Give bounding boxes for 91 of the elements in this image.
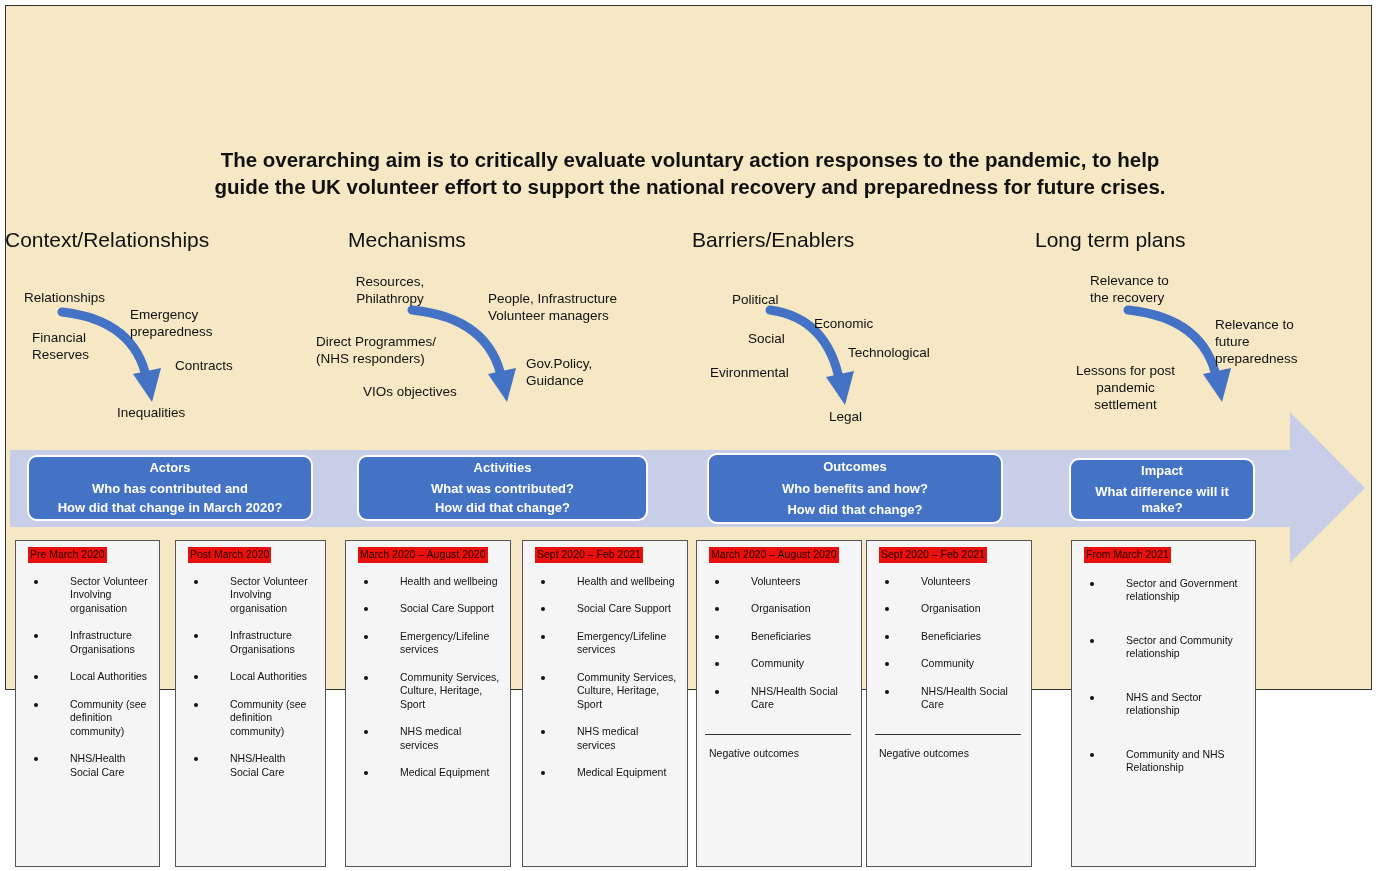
bullet-item: Emergency/Lifeline services <box>358 629 500 657</box>
bullet-item: NHS medical services <box>535 725 677 752</box>
date-tag: From March 2021 <box>1084 547 1171 563</box>
stage-heading: Impact <box>1140 463 1184 480</box>
bullet-item: Social Care Support <box>358 602 500 616</box>
note-text: Negative outcomes <box>879 746 970 760</box>
bullet-item: Local Authorities <box>28 670 149 684</box>
bullet-item: Organisation <box>709 602 851 616</box>
stage-box <box>27 455 313 521</box>
factor-label: Contracts <box>175 357 233 374</box>
bullet-item: Community <box>879 657 1021 671</box>
stage-question: What was contributed? <box>430 481 575 497</box>
factor-label: Emergency preparedness <box>130 306 214 340</box>
note-text: Negative outcomes <box>709 746 800 760</box>
column-heading: Long term plans <box>1035 228 1186 252</box>
stage-box <box>357 455 648 521</box>
stage-box <box>707 453 1003 524</box>
date-tag: Sept 2020 – Feb 2021 <box>879 547 987 563</box>
date-tag: Sept 2020 – Feb 2021 <box>535 547 643 563</box>
bullet-item: NHS/Health Social Care <box>28 752 149 779</box>
bullet-item: Beneficiaries <box>879 629 1021 643</box>
bullet-item: NHS/Health Social Care <box>188 752 315 779</box>
bullet-item: Local Authorities <box>188 670 315 684</box>
column-heading: Mechanisms <box>348 228 466 252</box>
bullet-item: Infrastructure Organisations <box>188 629 315 656</box>
factor-label: Financial Reserves <box>32 329 91 363</box>
factor-label: Social <box>748 330 785 347</box>
list-card <box>15 540 160 867</box>
list-card <box>345 540 511 867</box>
date-tag: Pre March 2020 <box>28 547 107 563</box>
date-tag: Post March 2020 <box>188 547 272 563</box>
list-card <box>696 540 862 867</box>
factor-label: VIOs objectives <box>363 383 457 400</box>
factor-label: Evironmental <box>710 364 789 381</box>
bullet-item: NHS medical services <box>358 725 500 752</box>
bullet-item: NHS/Health Social Care <box>879 684 1021 712</box>
bullet-item: Community and NHS Relationship <box>1084 747 1245 775</box>
bullet-item: Emergency/Lifeline services <box>535 629 677 657</box>
stage-heading: Actors <box>148 460 192 477</box>
factor-label: Legal <box>829 408 863 425</box>
bullet-item: Community (see definition community) <box>28 697 149 738</box>
stage-question: Who has contributed and <box>91 481 249 497</box>
bullet-item: Health and wellbeing <box>358 574 500 588</box>
date-tag: March 2020 – August 2020 <box>358 547 488 563</box>
bullet-item: Volunteers <box>879 574 1021 588</box>
column-heading: Barriers/Enablers <box>692 228 855 252</box>
bullet-item: NHS/Health Social Care <box>709 684 851 712</box>
factor-label: Technological <box>848 344 930 361</box>
factor-label: Political <box>732 291 779 308</box>
bullet-item: Sector Volunteer Involving organisation <box>188 574 315 615</box>
bullet-item: Community Services, Culture, Heritage, Sport <box>358 670 500 711</box>
bullet-item: Volunteers <box>709 574 851 588</box>
factor-label: Relevance to the recovery <box>1090 272 1170 306</box>
bullet-item: Beneficiaries <box>709 629 851 643</box>
stage-heading: Activities <box>472 460 533 477</box>
bullet-item: Sector and Community relationship <box>1084 633 1245 661</box>
bullet-item: Sector Volunteer Involving organisation <box>28 574 149 615</box>
stage-question: How did that change? <box>433 499 572 516</box>
bullet-item: Community <box>709 657 851 671</box>
factor-label: Inequalities <box>117 404 186 421</box>
stage-question: How did that change? <box>786 501 924 518</box>
bullet-item: Community Services, Culture, Heritage, Sport <box>535 670 677 711</box>
bullet-item: Sector and Government relationship <box>1084 576 1245 604</box>
stage-box <box>1069 458 1255 521</box>
factor-label: Direct Programmes/ (NHS responders) <box>316 333 438 367</box>
stage-question: Who benefits and how? <box>781 481 929 498</box>
bullet-item: NHS and Sector relationship <box>1084 690 1245 718</box>
stage-question: What difference will it make? <box>1094 483 1230 516</box>
factor-label: People, Infrastructure Volunteer managers <box>488 290 619 324</box>
factor-label: Relationships <box>24 289 106 306</box>
bullet-item: Medical Equipment <box>358 766 500 780</box>
bullet-item: Community (see definition community) <box>188 697 315 738</box>
bullet-item: Health and wellbeing <box>535 574 677 588</box>
date-tag: March 2020 – August 2020 <box>709 547 839 563</box>
stage-heading: Outcomes <box>822 459 888 476</box>
bullet-item: Infrastructure Organisations <box>28 629 149 656</box>
factor-label: Resources, Philathropy <box>354 273 426 307</box>
bullet-item: Medical Equipment <box>535 766 677 780</box>
factor-label: Lessons for post pandemic settlement <box>1074 362 1177 413</box>
factor-label: Relevance to future preparedness <box>1215 316 1299 367</box>
list-card <box>522 540 688 867</box>
factor-label: Economic <box>814 315 874 332</box>
column-heading: Context/Relationships <box>5 228 210 252</box>
bullet-item: Organisation <box>879 602 1021 616</box>
bullet-item: Social Care Support <box>535 602 677 616</box>
list-card <box>866 540 1032 867</box>
factor-label: Gov.Policy, Guidance <box>526 355 594 389</box>
stage-question: How did that change in March 2020? <box>56 499 284 516</box>
list-card <box>1071 540 1256 867</box>
list-card <box>175 540 326 867</box>
title-text: The overarching aim is to critically evaluate voluntary action responses to the pandemic, to help guide the UK volunteer effort to support the national recovery and preparedness for future crises. <box>213 147 1167 200</box>
